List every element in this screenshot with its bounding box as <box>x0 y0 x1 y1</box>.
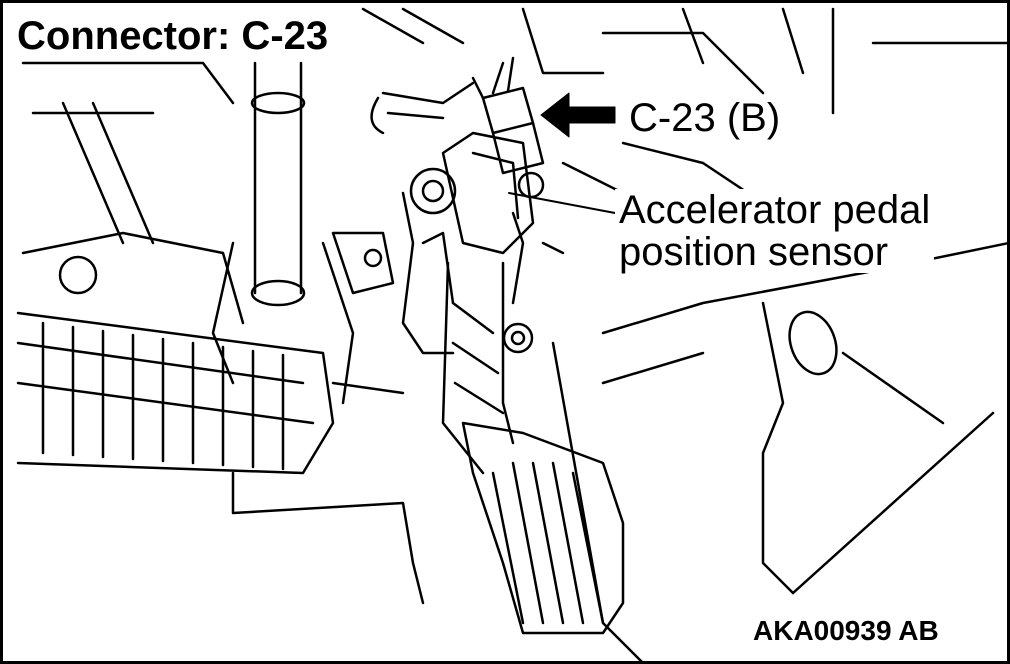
sensor-callout-line1: Accelerator pedal <box>619 188 931 232</box>
background-structure-lines <box>23 9 1009 663</box>
brake-pedal <box>18 233 423 603</box>
connector-callout-label: C-23 (B) <box>625 95 785 141</box>
figure-code: AKA00939 AB <box>749 615 943 647</box>
steering-column <box>213 63 393 403</box>
accelerator-pedal <box>443 263 623 633</box>
sensor-callout-line2: position sensor <box>619 230 889 274</box>
connector-c23 <box>372 58 543 173</box>
accelerator-pedal-sensor <box>403 133 563 353</box>
sensor-callout-label: Accelerator pedal position sensor <box>615 188 935 274</box>
connector-callout-arrow <box>541 93 615 137</box>
sensor-leader-line <box>509 193 615 213</box>
pedal-assembly-illustration <box>3 3 1010 664</box>
page-title: Connector: C-23 <box>17 13 335 61</box>
